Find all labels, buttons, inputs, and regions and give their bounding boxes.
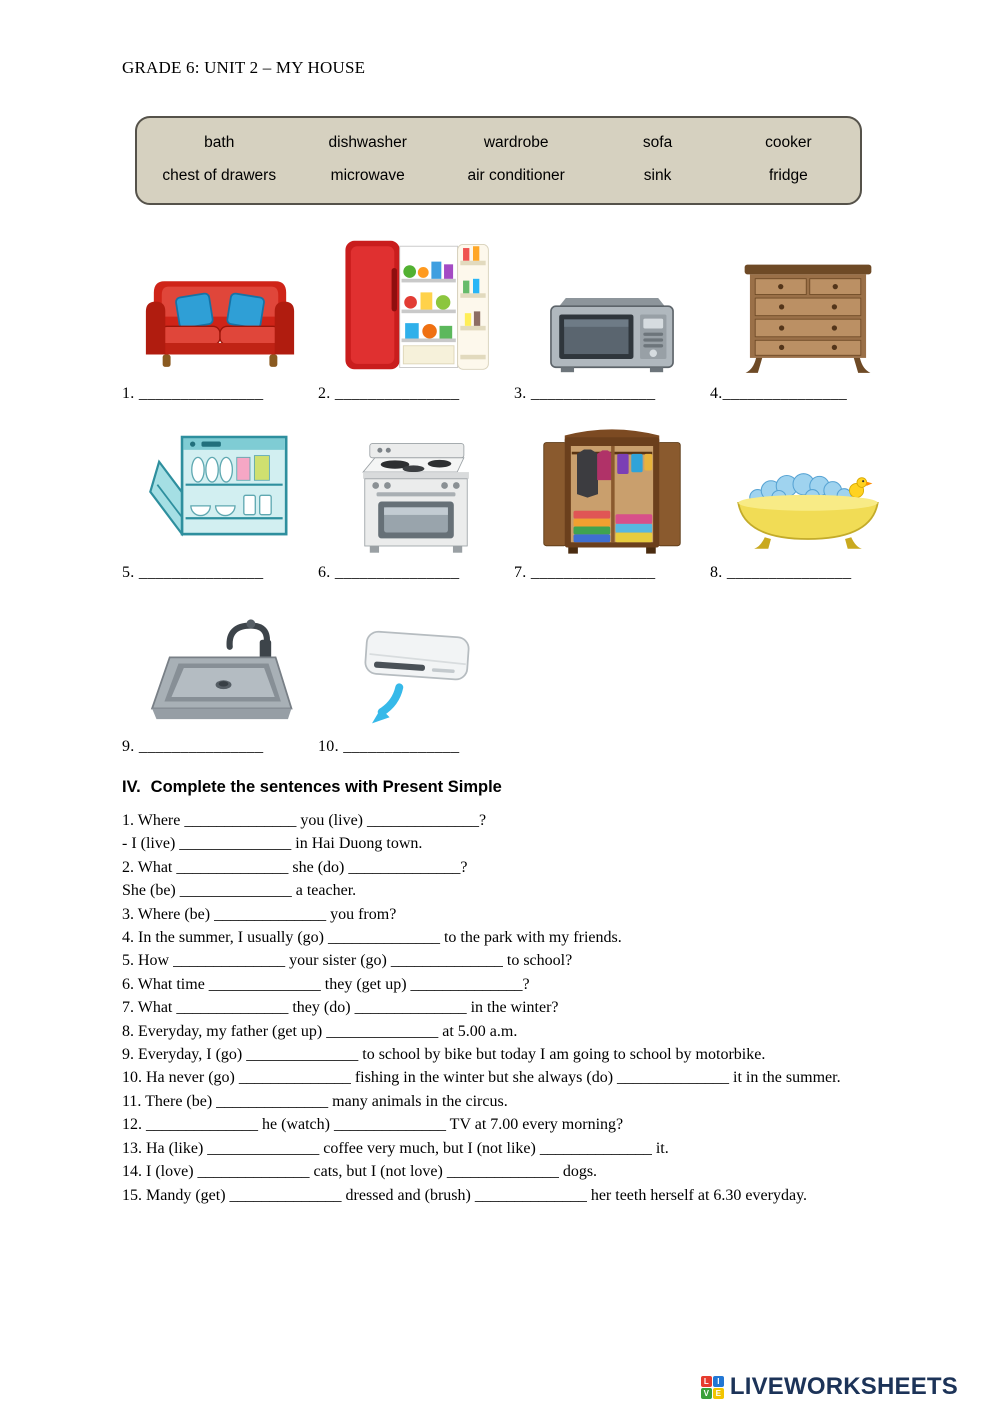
sentence: 15. Mandy (get) ______________ dressed a…	[122, 1186, 808, 1204]
label-row-3: 9. _______________ 10. ______________	[122, 738, 906, 760]
picture-cell	[710, 262, 906, 375]
word-bank-item: air conditioner	[467, 167, 565, 184]
logo-square: E	[712, 1387, 724, 1399]
sentence: 14. I (love) ______________ cats, but I …	[122, 1163, 598, 1181]
picture-label: 7. _______________	[514, 564, 656, 581]
sentence: 5. How ______________ your sister (go) _…	[122, 952, 573, 970]
logo-square: V	[700, 1387, 712, 1399]
liveworksheets-link[interactable]: L I V E LIVEWORKSHEETS	[700, 1373, 958, 1401]
picture-cell	[122, 430, 318, 554]
picture-grid: 1. _______________ 2. _______________ 3.…	[122, 227, 906, 760]
picture-cell	[318, 624, 514, 728]
picture-cell	[122, 276, 318, 375]
picture-cell	[318, 239, 514, 375]
fridge-image	[345, 241, 489, 371]
sentence: She (be) ______________ a teacher.	[122, 882, 357, 900]
picture-label: 6. _______________	[318, 564, 460, 581]
sentence: 10. Ha never (go) ______________ fishing…	[122, 1069, 841, 1087]
sentence: - I (live) ______________ in Hai Duong t…	[122, 835, 423, 853]
sentence: 4. In the summer, I usually (go) _______…	[122, 929, 622, 947]
sink-image	[150, 619, 293, 720]
word-bank-item: fridge	[768, 167, 808, 184]
sofa-image	[145, 281, 295, 368]
liveworksheets-logo-icon: L I V E	[700, 1375, 724, 1399]
page-title: GRADE 6: UNIT 2 – MY HOUSE	[122, 58, 366, 77]
word-bank-item: microwave	[330, 167, 405, 184]
word-bank-row: bath dishwasher wardrobe sofa cooker	[145, 134, 852, 152]
liveworksheets-brand: LIVEWORKSHEETS	[729, 1373, 958, 1400]
section-iv: IV. Complete the sentences with Present S…	[122, 778, 880, 1207]
picture-label: 9. _______________	[122, 738, 264, 755]
sentence: 2. What ______________ she (do) ________…	[122, 858, 468, 876]
chest-of-drawers-image	[744, 265, 872, 374]
dishwasher-image	[149, 436, 288, 538]
sentence: 9. Everyday, I (go) ______________ to sc…	[122, 1046, 766, 1064]
air-conditioner-image	[364, 630, 470, 724]
picture-cell	[710, 464, 906, 554]
picture-row-2	[122, 419, 906, 554]
word-bank-row: chest of drawers microwave air condition…	[145, 167, 852, 185]
label-row-1: 1. _______________ 2. _______________ 3.…	[122, 385, 906, 407]
picture-cell	[122, 615, 318, 728]
picture-label: 8. _______________	[710, 564, 852, 581]
word-bank-item: dishwasher	[328, 134, 407, 151]
sentence: 11. There (be) ______________ many anima…	[122, 1092, 508, 1110]
picture-label: 1. _______________	[122, 385, 264, 402]
picture-row-3	[122, 598, 906, 728]
word-bank-item: sink	[643, 167, 672, 184]
section-title: Complete the sentences with Present Simp…	[150, 778, 502, 796]
word-bank-item: bath	[204, 134, 235, 151]
word-bank-item: wardrobe	[483, 134, 549, 151]
sentence: 6. What time ______________ they (get up…	[122, 975, 530, 993]
bath-image	[737, 473, 879, 549]
sentence: 8. Everyday, my father (get up) ________…	[122, 1022, 518, 1040]
wardrobe-image	[543, 428, 681, 554]
sentence: 7. What ______________ they (do) _______…	[122, 999, 559, 1017]
sentence: 13. Ha (like) ______________ coffee very…	[122, 1139, 669, 1157]
picture-label: 10. ______________	[318, 738, 460, 755]
picture-label: 5. _______________	[122, 564, 264, 581]
section-number: IV.	[122, 778, 141, 796]
section-iv-heading: IV. Complete the sentences with Present S…	[122, 778, 880, 797]
word-bank-item: cooker	[765, 134, 812, 151]
picture-label: 4._______________	[710, 385, 848, 402]
label-row-2: 5. _______________ 6. _______________ 7.…	[122, 564, 906, 586]
sentence: 12. ______________ he (watch) __________…	[122, 1116, 624, 1134]
picture-cell	[318, 441, 514, 554]
word-bank: bath dishwasher wardrobe sofa cooker che…	[135, 116, 862, 205]
sentence: 1. Where ______________ you (live) _____…	[122, 812, 487, 829]
picture-label: 2. _______________	[318, 385, 460, 402]
cooker-image	[362, 442, 469, 553]
microwave-image	[550, 297, 674, 372]
picture-row-1	[122, 227, 906, 375]
sentence-list: 1. Where ______________ you (live) _____…	[122, 809, 852, 1207]
logo-square: L	[700, 1375, 712, 1387]
word-bank-item: chest of drawers	[162, 167, 277, 184]
picture-cell	[514, 293, 710, 376]
logo-square: I	[712, 1375, 724, 1387]
worksheet-page: GRADE 6: UNIT 2 – MY HOUSE bath dishwash…	[122, 58, 906, 1207]
picture-label: 3. _______________	[514, 385, 656, 402]
word-bank-item: sofa	[642, 134, 673, 151]
picture-cell	[514, 425, 710, 555]
sentence: 3. Where (be) ______________ you from?	[122, 905, 397, 923]
